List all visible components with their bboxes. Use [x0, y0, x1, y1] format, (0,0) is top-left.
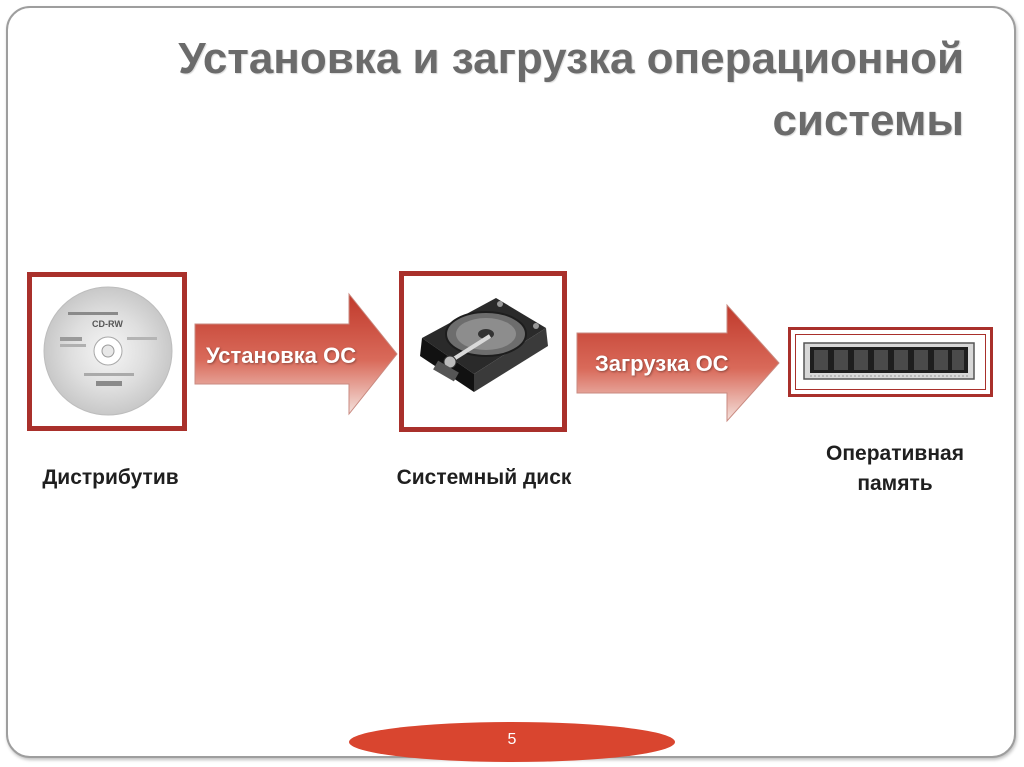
hard-drive-icon — [420, 298, 548, 392]
distributive-caption: Дистрибутив — [42, 466, 179, 489]
distributive-image-frame: CD-RW — [27, 272, 187, 431]
ram-image-frame — [788, 327, 993, 397]
system-disk-caption: Системный диск — [396, 466, 572, 489]
install-arrow-label: Установка ОС — [206, 343, 357, 368]
system-disk-image-frame — [399, 271, 567, 432]
title-line-2: системы — [772, 96, 964, 145]
page-number-oval — [349, 722, 675, 762]
ram-module-icon — [803, 342, 975, 380]
ram-caption-line-2: память — [857, 472, 933, 495]
boot-arrow-label: Загрузка ОС — [595, 351, 729, 376]
title-line-1: Установка и загрузка операционной — [178, 34, 964, 83]
ram-caption: Оперативная память — [790, 439, 1000, 499]
cd-disc-icon: CD-RW — [43, 286, 173, 416]
ram-inner-frame — [795, 334, 986, 390]
install-arrow — [194, 292, 398, 416]
boot-arrow — [576, 303, 780, 423]
cd-label: CD-RW — [92, 319, 123, 329]
ram-caption-line-1: Оперативная — [826, 442, 964, 465]
slide-title: Установка и загрузка операционной систем… — [104, 28, 964, 152]
page-number: 5 — [507, 731, 517, 748]
